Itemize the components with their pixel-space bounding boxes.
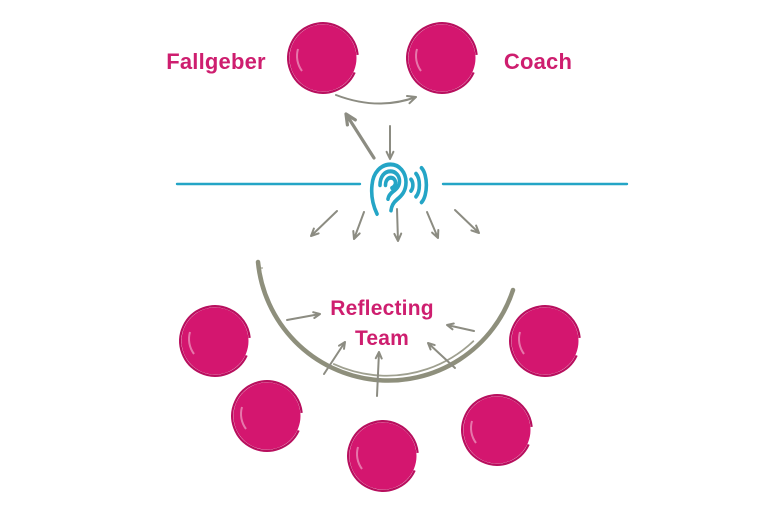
reflecting-team-label-line1: Reflecting [330, 297, 434, 320]
team-arc [255, 259, 516, 383]
arrows-into-team [286, 311, 475, 397]
dialog-arrow [335, 94, 417, 105]
arrow-up-to-fallgeber [344, 112, 376, 160]
arrow-down-to-ear [385, 125, 395, 160]
arrows-ear-to-team [310, 208, 480, 242]
team-arc-echo [261, 267, 506, 377]
team-member-circle [497, 293, 593, 389]
listening-ear-icon [369, 162, 429, 216]
team-member-circle [449, 382, 545, 478]
reflecting-team-label: Reflecting Team [300, 294, 464, 354]
coach-label: Coach [503, 49, 573, 74]
team-member-circle [167, 293, 263, 389]
fallgeber-label: Fallgeber [166, 49, 266, 74]
reflecting-team-label-line2: Team [354, 327, 410, 350]
team-member-circle [335, 408, 431, 504]
team-member-circle [219, 368, 315, 464]
